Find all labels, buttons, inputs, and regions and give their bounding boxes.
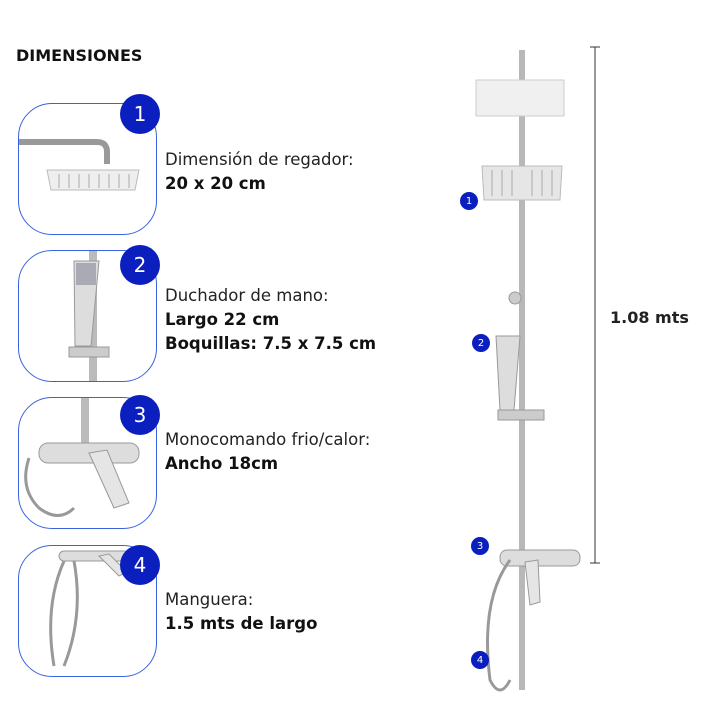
- item-3-text: Monocomando frio/calor: Ancho 18cm: [165, 428, 370, 476]
- marker-3: 3: [471, 537, 489, 555]
- item-spec: Largo 22 cm: [165, 310, 280, 329]
- item-spec: Boquillas: 7.5 x 7.5 cm: [165, 334, 377, 353]
- item-label: Duchador de mano:: [165, 286, 329, 305]
- item-spec: 20 x 20 cm: [165, 174, 266, 193]
- item-4-text: Manguera: 1.5 mts de largo: [165, 588, 317, 636]
- marker-2: 2: [472, 334, 490, 352]
- item-spec: Ancho 18cm: [165, 454, 279, 473]
- marker-4: 4: [471, 651, 489, 669]
- badge-1: 1: [120, 94, 160, 134]
- item-label: Dimensión de regador:: [165, 150, 354, 169]
- height-dimension-line: [590, 46, 600, 564]
- page-title: DIMENSIONES: [16, 46, 143, 65]
- height-measure: 1.08 mts: [610, 308, 689, 327]
- item-label: Manguera:: [165, 590, 254, 609]
- item-1-text: Dimensión de regador: 20 x 20 cm: [165, 148, 354, 196]
- item-2-text: Duchador de mano: Largo 22 cm Boquillas:…: [165, 284, 376, 356]
- shower-column-image: [475, 50, 581, 692]
- item-spec: 1.5 mts de largo: [165, 614, 318, 633]
- badge-2: 2: [120, 245, 160, 285]
- item-label: Monocomando frio/calor:: [165, 430, 371, 449]
- badge-4: 4: [120, 545, 160, 585]
- badge-3: 3: [120, 395, 160, 435]
- marker-1: 1: [460, 192, 478, 210]
